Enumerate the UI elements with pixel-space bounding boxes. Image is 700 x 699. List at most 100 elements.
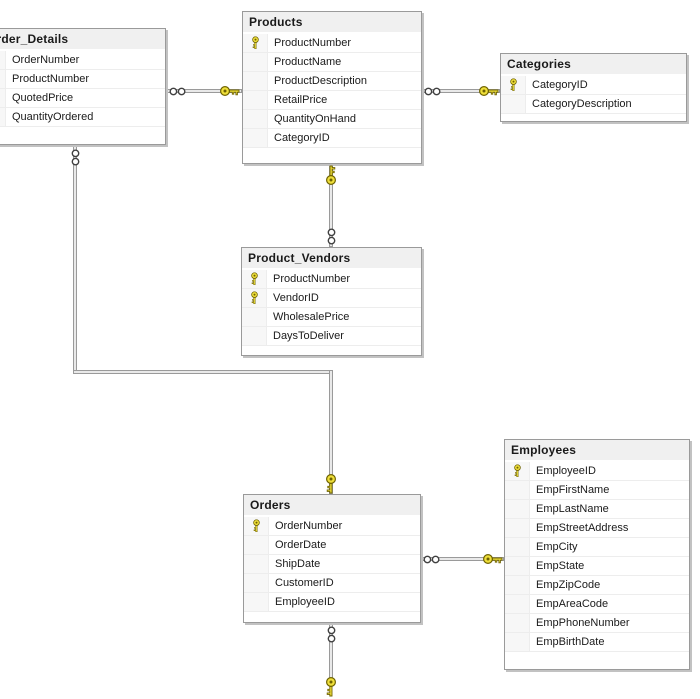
infinity-icon [71,149,80,166]
table-title-product_vendors[interactable]: Product_Vendors [242,248,421,268]
key-icon [242,270,267,288]
key-icon [479,85,499,97]
field-row-CategoryID[interactable]: CategoryID [501,76,686,95]
field-name: OrderNumber [275,520,343,532]
field-name: RetailPrice [274,94,328,106]
field-row-QuantityOnHand[interactable]: QuantityOnHand [243,110,421,129]
field-name: CategoryDescription [532,98,632,110]
relationship-connector-order_details_to_products[interactable] [166,89,242,93]
infinity-icon [424,87,441,96]
field-row-EmpFirstName[interactable]: EmpFirstName [505,481,689,500]
relationship-connector-order_details_to_orders[interactable] [329,370,333,494]
field-icon-cell [244,574,269,592]
key-icon [250,291,258,305]
key-icon [244,517,269,535]
key-icon [250,272,258,286]
field-name: EmpState [536,560,585,572]
field-icon-cell [244,593,269,611]
field-icon-cell [244,555,269,573]
field-name: ProductName [274,56,342,68]
key-icon [252,519,260,533]
field-row-EmpState[interactable]: EmpState [505,557,689,576]
field-name: OrderNumber [12,54,80,66]
field-icon-cell [505,557,530,575]
field-name: EmpZipCode [536,579,601,591]
relationship-connector-order_details_to_orders[interactable] [73,370,333,374]
field-icon-cell [242,327,267,345]
field-row-CategoryID[interactable]: CategoryID [243,129,421,148]
field-row-DaysToDeliver[interactable]: DaysToDeliver [242,327,421,346]
relationship-connector-order_details_to_orders[interactable] [73,145,77,374]
field-name: WholesalePrice [273,311,350,323]
field-row-QuotedPrice[interactable]: QuotedPrice [0,89,165,108]
field-icon-cell [242,308,267,326]
field-name: EmployeeID [536,465,596,477]
field-row-ProductNumber[interactable]: ProductNumber [242,270,421,289]
table-title-order_details[interactable]: Order_Details [0,29,165,49]
field-icon-cell [0,108,6,126]
relationship-connector-product_vendors_to_products[interactable] [329,164,333,247]
key-icon [505,462,530,480]
field-icon-cell [505,576,530,594]
relationship-connector-orders_to_employees[interactable] [421,557,504,561]
field-icon-cell [243,110,268,128]
table-title-orders[interactable]: Orders [244,495,420,515]
field-name: CategoryID [532,79,588,91]
field-row-OrderDate[interactable]: OrderDate [244,536,420,555]
field-row-ProductName[interactable]: ProductName [243,53,421,72]
field-row-EmpStreetAddress[interactable]: EmpStreetAddress [505,519,689,538]
field-row-WholesalePrice[interactable]: WholesalePrice [242,308,421,327]
field-name: ProductNumber [273,273,351,285]
key-icon [0,51,6,69]
field-row-EmpBirthDate[interactable]: EmpBirthDate [505,633,689,652]
key-icon [0,70,6,88]
field-name: ProductNumber [274,37,352,49]
field-name: VendorID [273,292,319,304]
field-name: OrderDate [275,539,327,551]
field-row-ProductNumber[interactable]: ProductNumber [243,34,421,53]
field-row-ProductDescription[interactable]: ProductDescription [243,72,421,91]
field-row-EmpZipCode[interactable]: EmpZipCode [505,576,689,595]
table-order_details[interactable]: Order_DetailsOrderNumberProductNumberQuo… [0,28,166,145]
key-icon [483,553,503,565]
field-row-QuantityOrdered[interactable]: QuantityOrdered [0,108,165,127]
field-row-EmployeeID[interactable]: EmployeeID [505,462,689,481]
table-title-employees[interactable]: Employees [505,440,689,460]
field-icon-cell [505,500,530,518]
key-icon [325,474,337,494]
field-row-RetailPrice[interactable]: RetailPrice [243,91,421,110]
field-name: ProductDescription [274,75,367,87]
field-icon-cell [505,519,530,537]
field-name: EmpCity [536,541,578,553]
field-row-EmpAreaCode[interactable]: EmpAreaCode [505,595,689,614]
field-row-ProductNumber[interactable]: ProductNumber [0,70,165,89]
field-row-EmpPhoneNumber[interactable]: EmpPhoneNumber [505,614,689,633]
field-name: EmpAreaCode [536,598,609,610]
field-row-VendorID[interactable]: VendorID [242,289,421,308]
field-row-CustomerID[interactable]: CustomerID [244,574,420,593]
field-row-CategoryDescription[interactable]: CategoryDescription [501,95,686,114]
field-row-EmpCity[interactable]: EmpCity [505,538,689,557]
relationship-connector-products_to_categories[interactable] [422,89,500,93]
field-icon-cell [505,633,530,651]
key-icon [325,677,337,697]
key-icon [242,289,267,307]
field-name: QuantityOrdered [12,111,94,123]
field-row-EmployeeID[interactable]: EmployeeID [244,593,420,612]
table-title-categories[interactable]: Categories [501,54,686,74]
key-icon [325,165,337,185]
field-name: ShipDate [275,558,321,570]
table-title-products[interactable]: Products [243,12,421,32]
key-icon [501,76,526,94]
field-row-ShipDate[interactable]: ShipDate [244,555,420,574]
field-icon-cell [243,53,268,71]
field-row-OrderNumber[interactable]: OrderNumber [0,51,165,70]
field-row-EmpLastName[interactable]: EmpLastName [505,500,689,519]
infinity-icon [423,555,440,564]
field-row-OrderNumber[interactable]: OrderNumber [244,517,420,536]
